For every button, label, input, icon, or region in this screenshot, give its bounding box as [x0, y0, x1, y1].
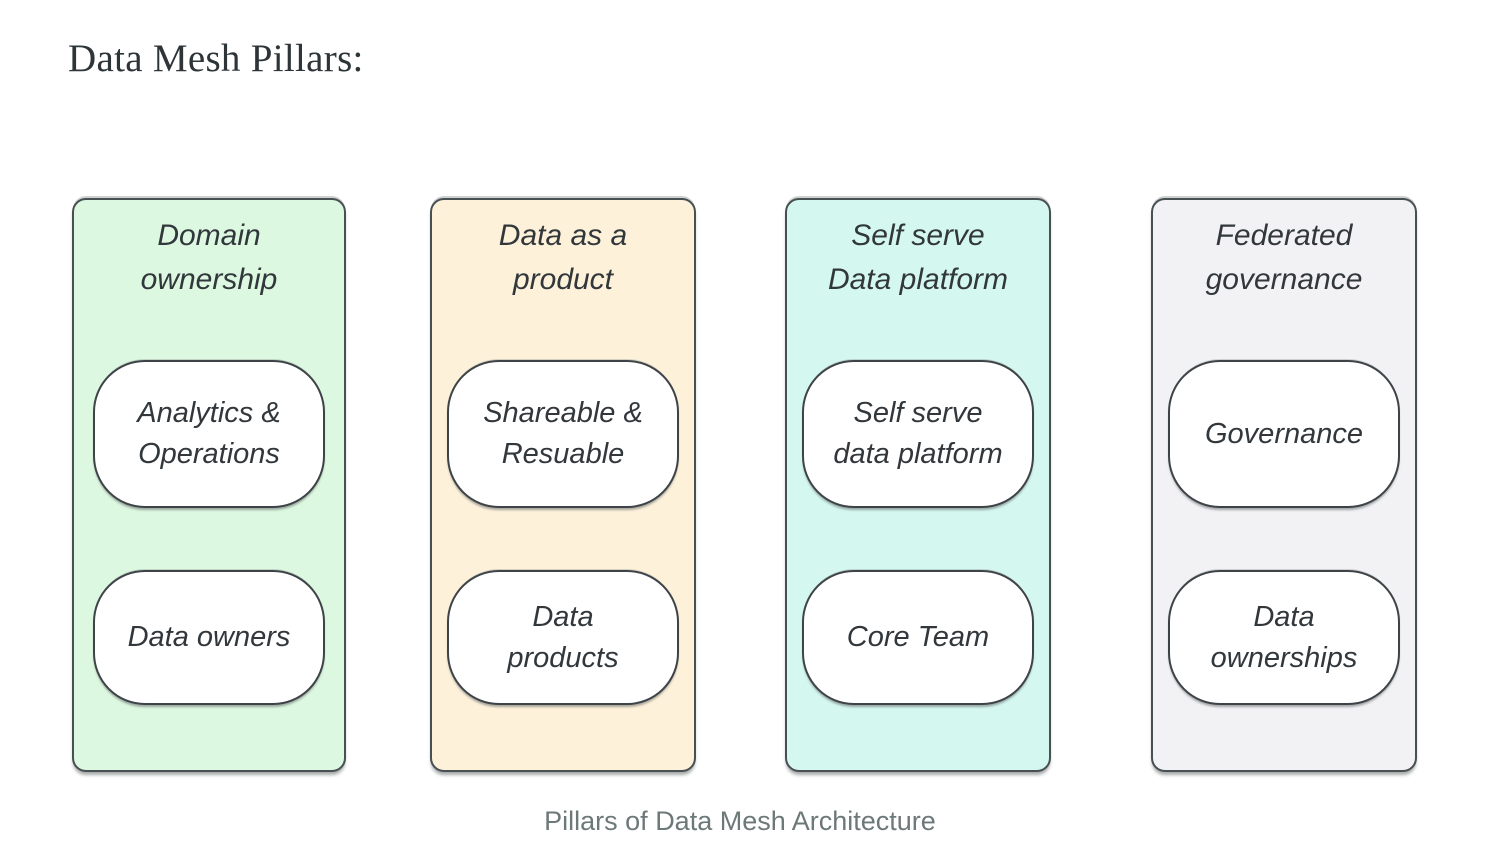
box-data-owners: Data owners	[93, 570, 325, 705]
pillar-self-serve-data-platform: Self serve Data platform Self serve data…	[785, 198, 1051, 772]
box-data-ownerships: Data ownerships	[1168, 570, 1400, 705]
box-self-serve-data-platform: Self serve data platform	[802, 360, 1034, 508]
pillar-domain-ownership-title: Domain ownership	[140, 219, 278, 296]
pillar-data-as-a-product-title: Data as a product	[498, 219, 628, 296]
pillar-federated-governance-title: Federated governance	[1205, 219, 1363, 296]
box-governance: Governance	[1168, 360, 1400, 508]
box-analytics-operations: Analytics & Operations	[93, 360, 325, 508]
box-data-products: Data products	[447, 570, 679, 705]
box-core-team: Core Team	[802, 570, 1034, 705]
pillar-domain-ownership: Domain ownership Analytics & Operations …	[72, 198, 346, 772]
pillar-federated-governance: Federated governance Governance Data own…	[1151, 198, 1417, 772]
pillar-data-as-a-product: Data as a product Shareable & Resuable D…	[430, 198, 696, 772]
page-title: Data Mesh Pillars:	[68, 37, 364, 80]
diagram-caption: Pillars of Data Mesh Architecture	[544, 806, 936, 836]
pillar-self-serve-data-platform-title: Self serve Data platform	[827, 219, 1009, 296]
box-shareable-reusable: Shareable & Resuable	[447, 360, 679, 508]
